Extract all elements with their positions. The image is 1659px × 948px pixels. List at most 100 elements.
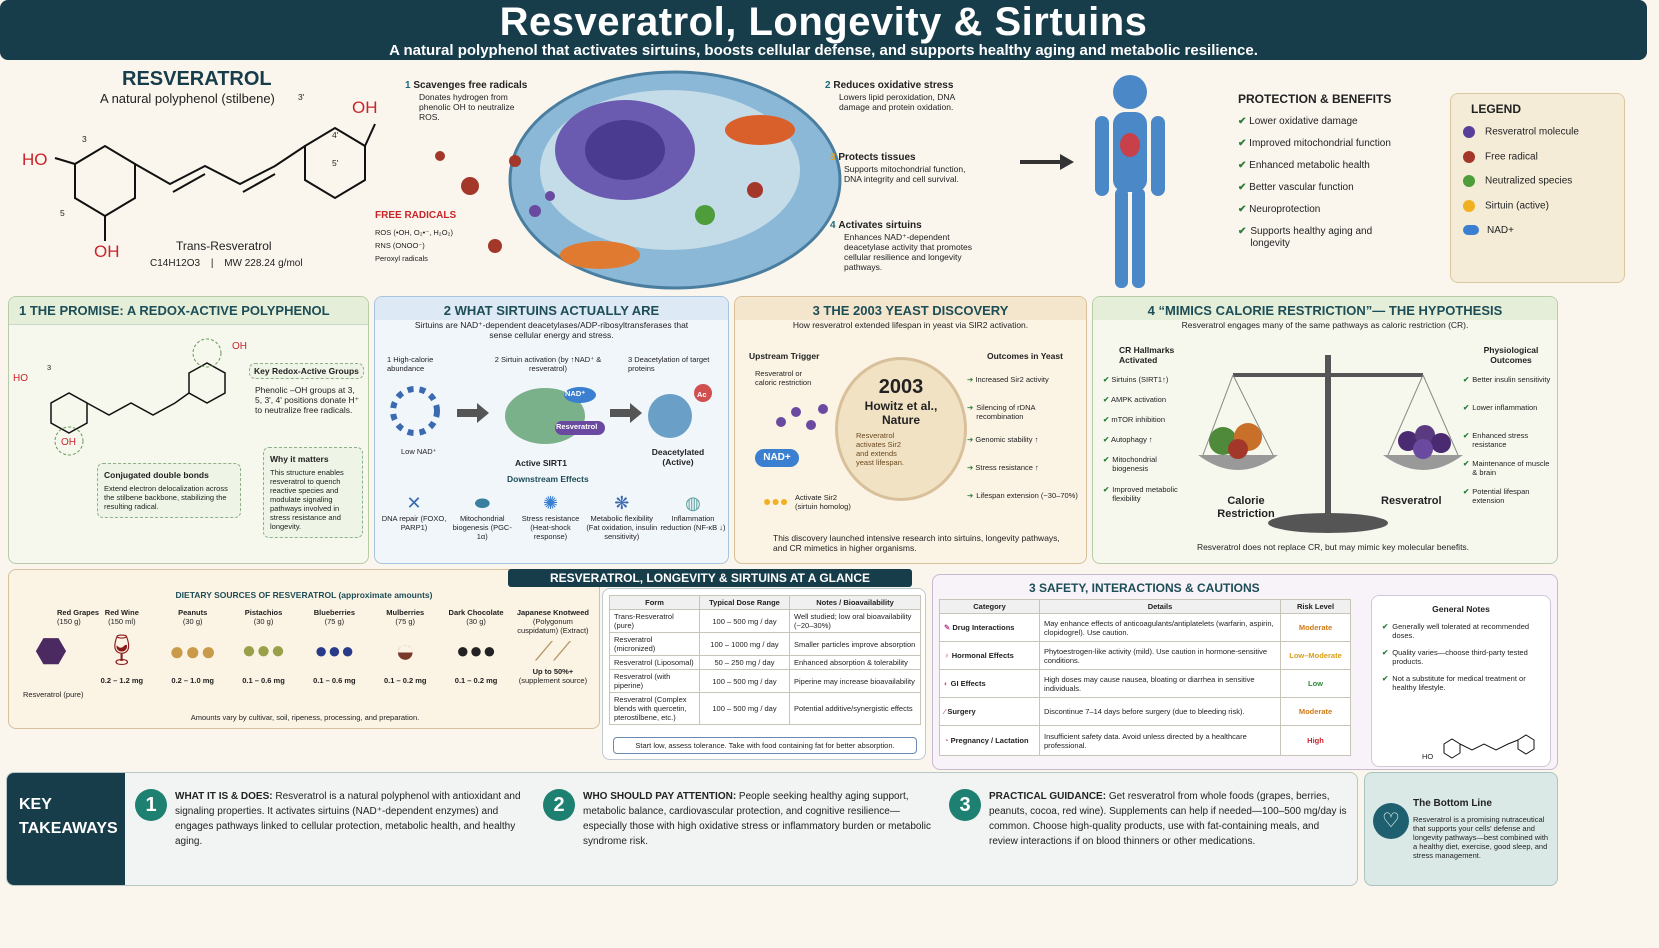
glance-cell: Resveratrol (with piperine) — [609, 669, 700, 693]
benefit-item: ✔ Supports healthy aging and longevity — [1238, 226, 1378, 250]
inflammation-icon: ◍ — [685, 493, 701, 513]
molecule-section: RESVERATROL A natural polyphenol (stilbe… — [10, 66, 390, 291]
outcome-item: ✔ Better insulin sensitivity — [1463, 375, 1555, 403]
glance-cell: 100 – 500 mg / day — [699, 692, 790, 725]
note-text: Generally well tolerated at recommended … — [1392, 622, 1530, 640]
pill-icon: ✎ — [944, 623, 953, 632]
nad-badge: NAD⁺ — [565, 389, 586, 398]
safety-details: High doses may cause nausea, bloating or… — [1039, 669, 1281, 698]
fr-item-ros: ROS (•OH, O₂•⁻, H₂O₂) — [375, 228, 453, 237]
general-notes-title: General Notes — [1432, 604, 1490, 614]
glance-title-bar: RESVERATROL, LONGEVITY & SIRTUINS AT A G… — [508, 569, 912, 587]
benefit-text: Supports healthy aging and longevity — [1250, 226, 1373, 249]
glance-cell: Smaller particles improve absorption — [789, 632, 921, 656]
cr-hallmarks-title: CR Hallmarks Activated — [1119, 345, 1175, 365]
step4-desc: Enhances NAD⁺-dependent deacetylase acti… — [844, 232, 973, 272]
stress-icon: ✺ — [542, 493, 559, 513]
step3-title: Protects tissues — [838, 152, 916, 163]
cocoa-bowl-icon: ◒ — [394, 632, 416, 670]
effect-item: ◍Inflammation reduction (NF-κB ↓) — [660, 493, 726, 541]
supplement-source: (supplement source) — [518, 676, 588, 685]
table-row: Resveratrol (Liposomal)50 – 250 mg / day… — [609, 655, 921, 670]
oh-bottom: OH — [94, 242, 120, 261]
panel4-title: 4 “MIMICS CALORIE RESTRICTION”— THE HYPO… — [1093, 297, 1557, 320]
molecule-formula-row: C14H12O3 | MW 228.24 g/mol — [150, 258, 303, 269]
panel1-title: 1 THE PROMISE: A REDOX-ACTIVE POLYPHENOL — [9, 297, 368, 325]
takeaway-body: People seeking healthy aging support, me… — [583, 791, 931, 847]
check-icon: ✔ — [1238, 116, 1247, 127]
free-radicals-title: FREE RADICALS — [375, 210, 457, 221]
step1-desc: Donates hydrogen from phenolic OH to neu… — [419, 92, 515, 122]
why-matters-box: Why it matters This structure enables re… — [263, 447, 363, 538]
food-item-pistachios: Pistachios(30 g)●●●0.1 – 0.6 mg — [230, 608, 298, 685]
step3-number: 3 — [830, 152, 836, 163]
takeaway-3: 3 PRACTICAL GUIDANCE: Get resveratrol fr… — [949, 789, 1349, 849]
physio-outcomes-title: Physiological Outcomes — [1483, 345, 1539, 365]
arrow-right-icon: ➔ — [967, 375, 974, 384]
knotweed-root-icon: ⟋⟋ — [534, 636, 572, 666]
benefit-item: ✔ Improved mitochondrial function — [1238, 138, 1438, 150]
food-name: Pistachios — [244, 608, 283, 617]
step4-title: Activates sirtuins — [838, 220, 922, 231]
metabolic-icon: ❋ — [614, 493, 630, 513]
pregnancy-icon: ◔ — [944, 736, 951, 745]
arrow-right-icon: ➔ — [967, 403, 974, 412]
glance-cell: Well studied; low oral bioavailability (… — [789, 609, 921, 633]
page-title: Resveratrol, Longevity & Sirtuins — [499, 0, 1148, 44]
food-name: Blueberries — [313, 608, 356, 617]
physio-text: Better insulin sensitivity — [1472, 375, 1551, 384]
takeaways-label-1: KEY — [19, 796, 52, 813]
dietary-sources-panel: DIETARY SOURCES OF RESVERATROL (approxim… — [8, 569, 600, 729]
risk-level: Low — [1280, 669, 1351, 698]
resveratrol-label: Resveratrol — [1381, 495, 1442, 507]
discovery-year: 2003 — [878, 376, 924, 398]
effect-item: ❋Metabolic flexibility (Fat oxidation, i… — [586, 493, 658, 541]
food-name: Peanuts — [178, 608, 208, 617]
mini-structure-icon — [1443, 734, 1535, 759]
p1-oh-top: OH — [232, 341, 247, 352]
food-amount: 0.2 – 1.0 mg — [171, 676, 214, 685]
risk-level: High — [1280, 725, 1351, 756]
outcome-text: Genomic stability ↑ — [975, 435, 1039, 444]
outcome-item: ➔ Genomic stability ↑ — [967, 435, 1082, 463]
outcome-item: ✔ Enhanced stress resistance — [1463, 431, 1555, 459]
outcomes-title: Outcomes in Yeast — [987, 351, 1063, 361]
activate-sir2-text: Activate Sir2 (sirtuin homolog) — [795, 493, 851, 511]
glance-cell: 100 – 1000 mg / day — [699, 632, 790, 656]
molecule-title: RESVERATROL — [122, 68, 272, 90]
glance-cell: Resveratrol (micronized) — [609, 632, 700, 656]
resveratrol-structure — [54, 123, 376, 241]
outcome-text: Increased Sir2 activity — [975, 375, 1049, 384]
legend-label: Resveratrol molecule — [1485, 126, 1579, 138]
step3-desc: Supports mitochondrial function, DNA int… — [844, 164, 966, 184]
table-row: Resveratrol (Complex blends with quercet… — [609, 692, 921, 725]
arrow-right-icon: ➔ — [967, 463, 974, 472]
check-icon: ✔ — [1103, 395, 1110, 404]
cell-section: 1 Scavenges free radicals Donates hydrog… — [375, 66, 1075, 296]
glance-cell: 50 – 250 mg / day — [699, 655, 790, 670]
check-icon: ✔ — [1463, 487, 1470, 496]
note-item: ✔Quality varies—choose third-party teste… — [1372, 648, 1550, 666]
header-banner: Resveratrol, Longevity & Sirtuins A natu… — [0, 0, 1647, 60]
resveratrol-molecule-icon — [776, 404, 828, 430]
legend-item: Sirtuin (active) — [1463, 199, 1612, 213]
safety-details: Discontinue 7–14 days before surgery (du… — [1039, 697, 1281, 726]
fr-item-peroxyl: Peroxyl radicals — [375, 254, 428, 263]
panel3-subtitle: How resveratrol extended lifespan in yea… — [792, 320, 1029, 330]
sirtuin-icon — [1463, 199, 1475, 212]
food-amount: 0.1 – 0.2 mg — [454, 676, 498, 685]
benefit-text: Lower oxidative damage — [1249, 116, 1358, 127]
food-qty: (30 g) — [253, 617, 274, 626]
food-qty: (150 ml) — [108, 617, 136, 626]
risk-level: Low–Moderate — [1280, 641, 1351, 670]
mini-ho-label: HO — [1422, 752, 1434, 761]
protection-title: PROTECTION & BENEFITS — [1238, 92, 1392, 106]
molecule-mw: MW 228.24 g/mol — [224, 258, 303, 269]
molecule-formula: C14H12O3 — [150, 258, 201, 269]
food-amount: 0.1 – 0.2 mg — [383, 676, 427, 685]
takeaway-heading: WHO SHOULD PAY ATTENTION: — [583, 791, 737, 802]
arrow-right-icon: ➔ — [967, 491, 974, 500]
food-qty: (Polygonum cuspidatum) (Extract) — [517, 617, 589, 635]
outcome-item: ➔ Stress resistance ↑ — [967, 463, 1082, 491]
step4-number: 4 — [830, 220, 836, 231]
